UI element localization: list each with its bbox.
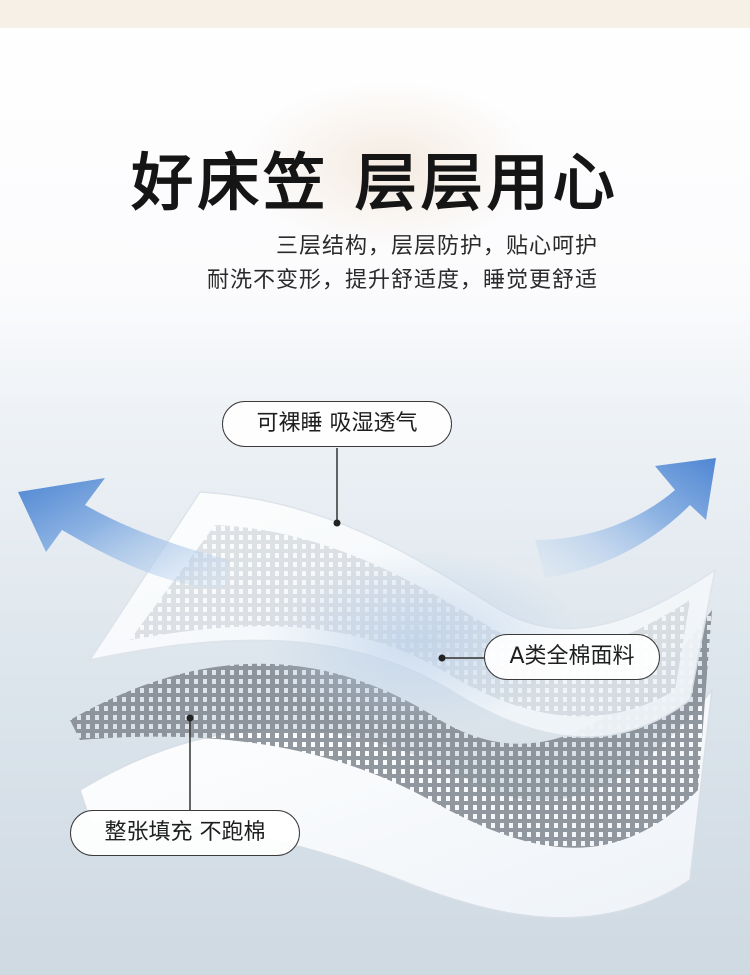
mesh-layer xyxy=(70,610,712,848)
breathable-label: 可裸睡 吸湿透气 xyxy=(222,401,452,447)
subtitle-line-1: 三层结构，层层防护，贴心呵护 xyxy=(275,234,598,259)
pointer-dot-bottom xyxy=(186,714,194,722)
pointer-dot-middle xyxy=(438,654,446,662)
top-strip xyxy=(0,0,750,28)
full-fill-label: 整张填充 不跑棉 xyxy=(70,810,300,856)
subtitle-line-2: 耐洗不变形，提升舒适度，睡觉更舒适 xyxy=(206,268,598,293)
blue-haze xyxy=(260,550,580,730)
title-glow xyxy=(240,80,540,250)
cotton-fabric-label: A类全棉面料 xyxy=(484,634,660,680)
right-airflow-arrow xyxy=(535,458,716,578)
page-title: 好床笠 层层用心 xyxy=(131,146,619,219)
layer-structure-illustration xyxy=(18,448,717,919)
subtitle-block: 三层结构，层层防护，贴心呵护 耐洗不变形，提升舒适度，睡觉更舒适 xyxy=(207,230,598,298)
pointer-dot-top xyxy=(333,519,341,527)
left-airflow-arrow xyxy=(18,478,230,590)
